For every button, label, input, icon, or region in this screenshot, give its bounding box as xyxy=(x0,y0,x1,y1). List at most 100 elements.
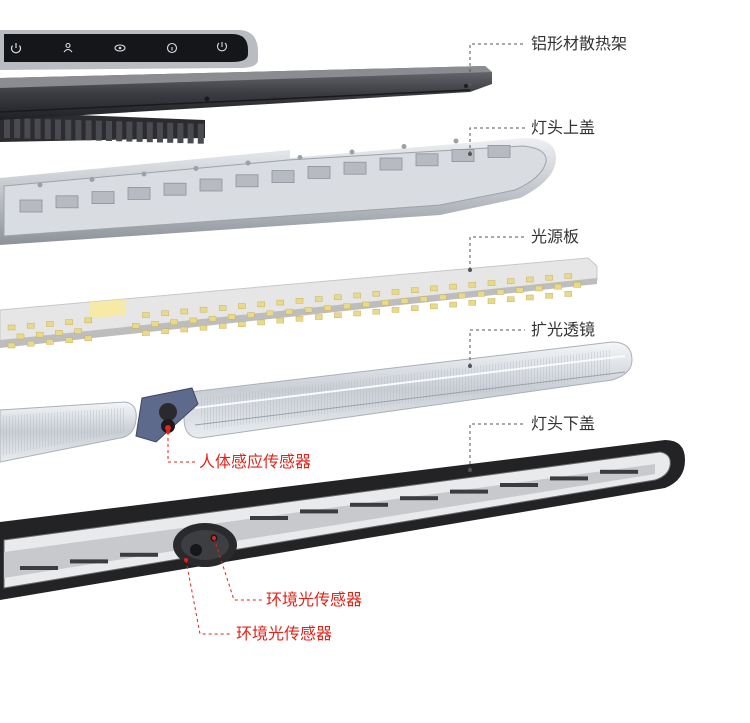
led-chip xyxy=(161,328,169,335)
cover-pocket xyxy=(91,191,115,205)
led-chip xyxy=(295,298,304,304)
cover-pocket xyxy=(451,149,475,163)
heatsink-fin xyxy=(106,121,112,141)
led-chip xyxy=(526,276,534,283)
heatsink-fin xyxy=(55,119,61,140)
board-cutout xyxy=(90,298,126,319)
bottom-slot xyxy=(350,502,388,507)
cover-screw-hole xyxy=(37,182,43,188)
leader-pir xyxy=(167,432,195,463)
led-chip xyxy=(496,289,505,295)
heatsink-fin xyxy=(187,123,194,144)
label-light-board: 光源板 xyxy=(531,227,580,246)
led-chip xyxy=(55,330,63,336)
led-chip xyxy=(26,340,35,347)
leader-lines xyxy=(166,43,525,635)
led-chip xyxy=(208,315,217,322)
led-chip xyxy=(170,319,178,325)
led-chip xyxy=(353,292,361,299)
led-chip xyxy=(314,314,323,320)
led-chip xyxy=(323,305,332,311)
led-chip xyxy=(276,299,285,306)
led-chip xyxy=(285,308,294,315)
power-icon[interactable] xyxy=(10,43,22,54)
cover-pocket xyxy=(415,153,439,167)
led-chip xyxy=(468,300,477,306)
bottom-slot xyxy=(250,516,288,520)
led-chip xyxy=(506,278,515,285)
led-chip xyxy=(526,294,534,301)
heatsink-fin xyxy=(75,120,82,141)
heatsink-part xyxy=(0,30,492,144)
led-chip xyxy=(334,312,342,319)
led-chip xyxy=(468,282,477,288)
eye-icon[interactable] xyxy=(114,44,126,52)
led-chip xyxy=(180,308,189,315)
led-chip xyxy=(545,292,553,299)
led-chip xyxy=(400,298,409,304)
led-chip xyxy=(142,312,150,318)
leader-diffuser xyxy=(469,329,525,366)
led-chip xyxy=(65,337,73,343)
led-chip xyxy=(515,287,524,293)
cover-pocket xyxy=(379,157,403,171)
led-chip xyxy=(131,323,140,329)
heatsink-fin xyxy=(146,122,153,143)
timer-icon[interactable] xyxy=(216,42,228,52)
cover-pocket xyxy=(163,182,187,196)
heatsink-fin xyxy=(34,118,41,139)
control-panel xyxy=(0,30,258,70)
led-chip xyxy=(477,291,486,297)
label-diffuser: 扩光透镜 xyxy=(531,320,596,339)
bottom-slot xyxy=(600,469,638,474)
bottom-cover-part xyxy=(0,440,685,600)
led-chip xyxy=(564,291,573,297)
heatsink-fin xyxy=(116,121,123,142)
led-chip xyxy=(238,321,246,327)
led-chip xyxy=(218,323,227,329)
led-chip xyxy=(74,328,82,334)
led-chip xyxy=(506,296,515,303)
person-icon[interactable] xyxy=(63,42,73,53)
label-heatsink: 铝形材散热架 xyxy=(531,34,628,53)
led-chip xyxy=(304,307,313,313)
bottom-slot xyxy=(120,552,158,557)
led-chip xyxy=(227,314,236,320)
label-pir-sensor: 人体感应传感器 xyxy=(199,452,312,471)
heatsink-fin xyxy=(197,123,204,144)
led-chip xyxy=(26,322,35,329)
led-chip xyxy=(487,298,496,304)
led-chip xyxy=(161,310,169,317)
led-chip xyxy=(372,290,381,297)
info-icon[interactable] xyxy=(166,42,178,54)
bottom-slot xyxy=(500,483,538,487)
led-chip xyxy=(449,301,457,308)
led-chip xyxy=(449,283,457,290)
heatsink-fins xyxy=(0,112,205,144)
heatsink-fin xyxy=(136,121,143,142)
cover-pocket xyxy=(487,144,511,158)
heatsink-fin xyxy=(65,119,72,140)
ambient-sensor-hub xyxy=(173,523,237,567)
pir-sensor-module xyxy=(135,387,199,443)
led-chip xyxy=(554,283,562,290)
cover-pocket xyxy=(199,178,223,192)
leader-light-board xyxy=(469,236,525,270)
heatsink-fin xyxy=(157,122,163,143)
leader-ambient-2 xyxy=(185,559,232,635)
led-chip xyxy=(343,303,351,309)
cover-screw-hole xyxy=(245,160,251,166)
led-chip xyxy=(439,294,447,301)
led-chip xyxy=(189,317,198,324)
led-chip xyxy=(372,308,381,315)
led-chip xyxy=(487,280,496,286)
led-chip xyxy=(142,330,150,336)
bottom-slot xyxy=(400,496,438,501)
led-chip xyxy=(16,333,25,340)
led-chip xyxy=(257,319,265,326)
led-chip xyxy=(381,299,390,306)
label-bottom-cover: 灯头下盖 xyxy=(531,414,596,433)
leader-top-cover xyxy=(469,127,525,154)
cover-pocket xyxy=(235,174,259,188)
led-chip xyxy=(199,306,208,313)
